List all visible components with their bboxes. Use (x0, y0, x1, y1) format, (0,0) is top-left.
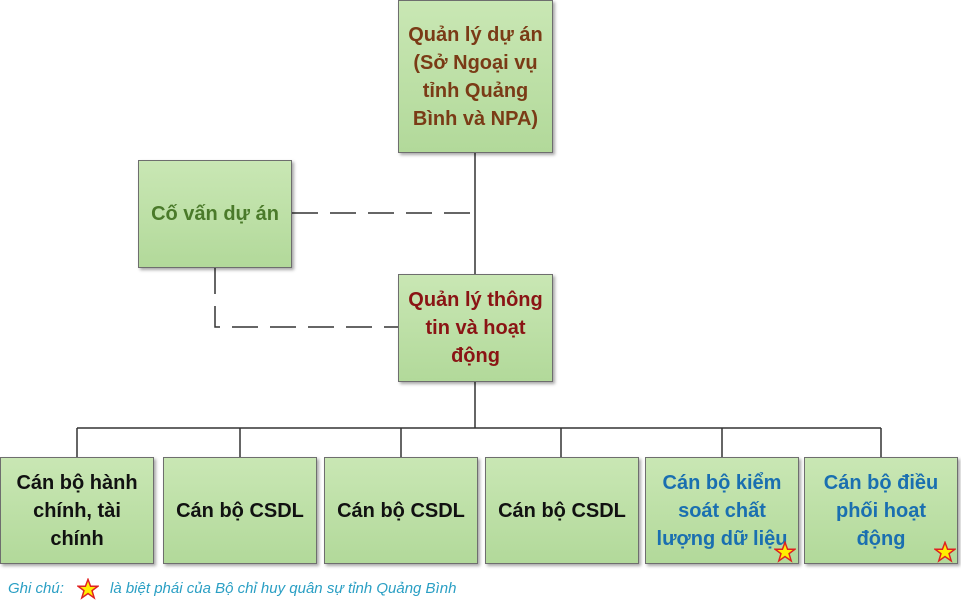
node-staff-database-3: Cán bộ CSDL (485, 457, 639, 564)
note-label: Ghi chú: (8, 580, 64, 597)
node-staff-label: Cán bộ CSDL (498, 499, 626, 522)
star-icon (934, 541, 956, 563)
dashed-line-advisor-middle (214, 268, 398, 328)
node-staff-label: Cán bộ hành chính, tài chính (16, 471, 138, 550)
node-staff-operations-coordinator: Cán bộ điều phối hoạt động (804, 457, 958, 564)
star-icon (774, 541, 796, 563)
node-staff-label: Cán bộ CSDL (337, 499, 465, 522)
node-advisor-label: Cố vấn dự án (151, 203, 279, 225)
node-staff-database-1: Cán bộ CSDL (163, 457, 317, 564)
node-staff-label: Cán bộ CSDL (176, 499, 304, 522)
node-staff-quality-control: Cán bộ kiểm soát chất lượng dữ liệu (645, 457, 799, 564)
node-staff-database-2: Cán bộ CSDL (324, 457, 478, 564)
node-project-manager: Quản lý dự án (Sở Ngoại vụ tỉnh Quảng Bì… (398, 0, 553, 153)
note-text: là biệt phái của Bộ chỉ huy quân sự tỉnh… (110, 580, 457, 597)
node-info-ops-manager-label: Quản lý thông tin và hoạt động (408, 289, 543, 367)
node-advisor: Cố vấn dự án (138, 160, 292, 268)
legend-star-icon (77, 578, 99, 600)
node-staff-label: Cán bộ kiểm soát chất lượng dữ liệu (656, 471, 788, 550)
node-info-ops-manager: Quản lý thông tin và hoạt động (398, 274, 553, 382)
node-project-manager-label: Quản lý dự án (Sở Ngoại vụ tỉnh Quảng Bì… (408, 23, 543, 130)
node-staff-admin-finance: Cán bộ hành chính, tài chính (0, 457, 154, 564)
node-staff-label: Cán bộ điều phối hoạt động (823, 471, 939, 550)
